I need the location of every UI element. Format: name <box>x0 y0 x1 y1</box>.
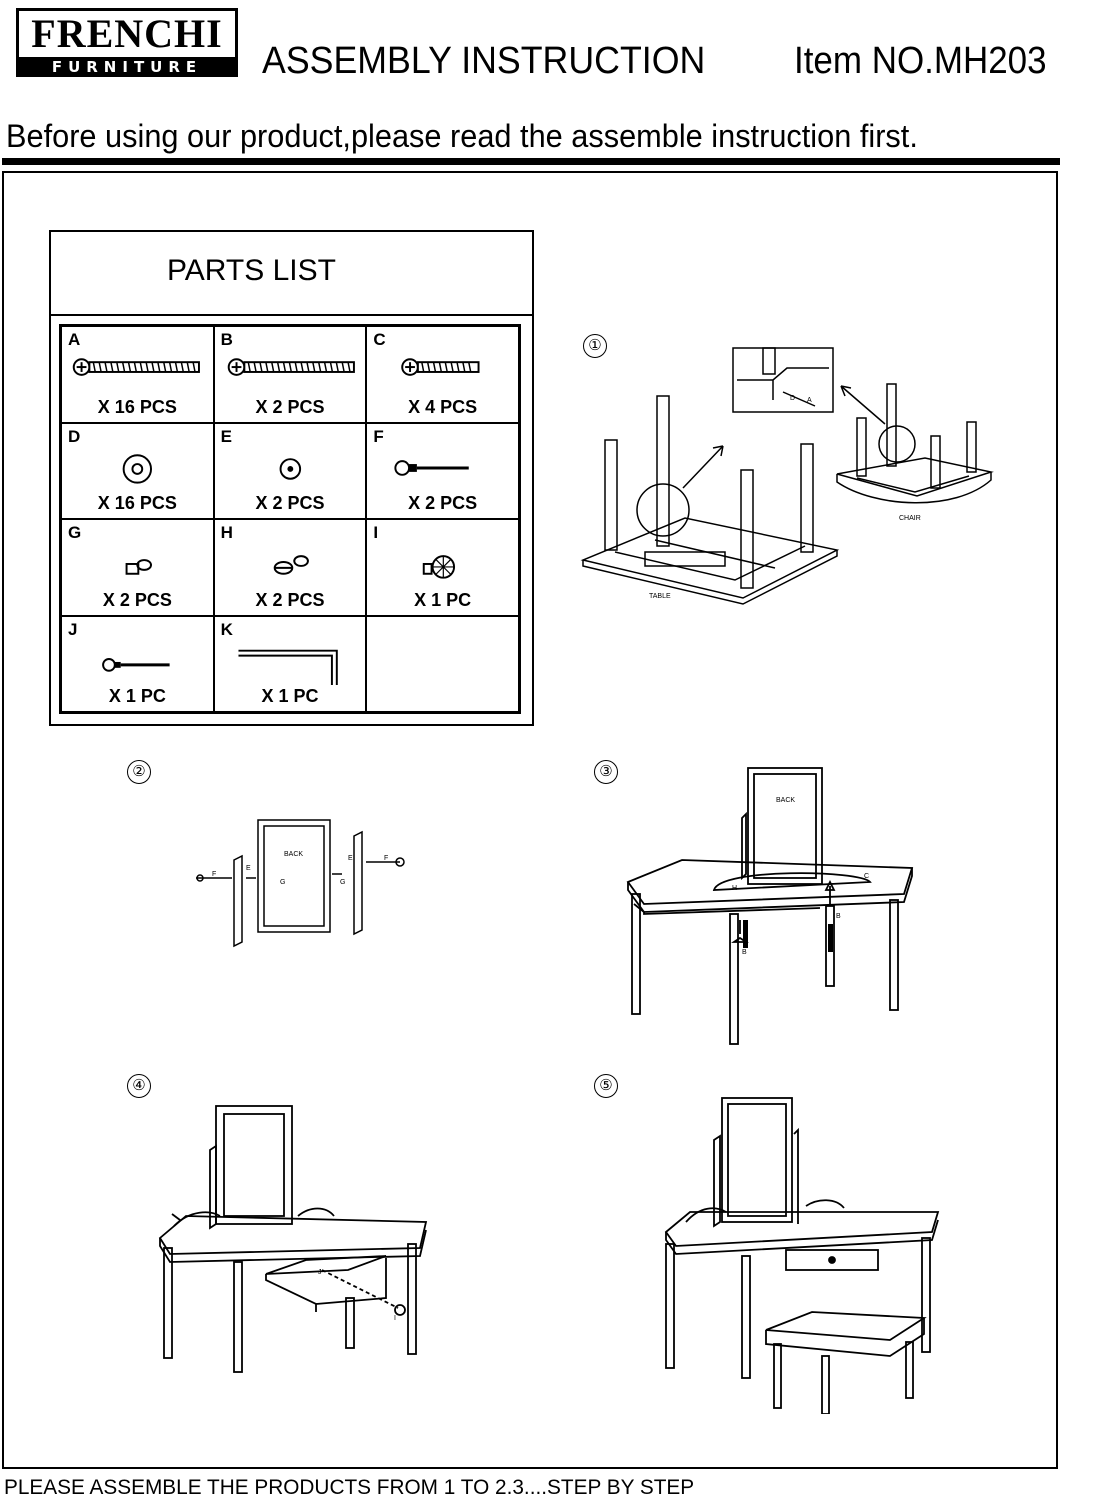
part-quantity: X 2 PCS <box>255 396 325 417</box>
part-quantity: X 2 PCS <box>408 493 478 513</box>
parts-grid: A X 16 PCS B X 2 PCS C <box>59 324 521 714</box>
part-cell-c: C X 4 PCS <box>366 326 519 423</box>
part-letter: A <box>68 330 81 349</box>
step-2-f-right: F <box>384 855 388 862</box>
part-letter: B <box>220 330 233 349</box>
step-2-f-left: F <box>212 871 216 878</box>
step-2-g-right: G <box>340 879 345 886</box>
step-3-number: ③ <box>594 760 618 784</box>
part-quantity: X 4 PCS <box>408 396 478 417</box>
step-1-diagram: D A TABLE CHAIR <box>580 347 994 605</box>
part-cell-d: D X 16 PCS <box>61 422 214 519</box>
drawer-knob-icon <box>423 555 456 579</box>
part-cell-j: J X 1 PC <box>61 615 214 712</box>
step-3-b-right: B <box>836 913 841 920</box>
part-cell-g: G X 2 PCS <box>61 519 214 616</box>
parts-list: PARTS LIST A X 16 PCS B X 2 PCS C <box>49 230 534 726</box>
small-washer-icon <box>279 457 301 480</box>
step-2-g-left: G <box>280 879 285 886</box>
part-cell-f: F X 2 PCS <box>366 422 519 519</box>
step-3-b-left: B <box>742 949 747 956</box>
short-screw-icon <box>401 358 480 376</box>
item-number: Item NO.MH203 <box>794 40 1047 82</box>
part-cell-h: H X 2 PCS <box>213 519 367 616</box>
step-3-c-label: C <box>864 873 869 880</box>
part-letter: H <box>220 523 233 542</box>
step-4-i-label: I <box>394 1315 396 1322</box>
step-4-j-label: J <box>318 1269 322 1276</box>
document-title: ASSEMBLY INSTRUCTION <box>262 40 706 82</box>
part-quantity: X 1 PC <box>108 686 166 706</box>
footer-instruction: PLEASE ASSEMBLE THE PRODUCTS FROM 1 TO 2… <box>4 1476 695 1499</box>
step-4-number: ④ <box>127 1074 151 1098</box>
step-1-inset-d: D <box>790 395 795 402</box>
part-letter: E <box>220 426 232 446</box>
step-5-diagram <box>664 1097 940 1414</box>
step-3-back-label: BACK <box>776 797 795 804</box>
part-quantity: X 1 PC <box>414 589 472 610</box>
brand-subtitle: FURNITURE <box>16 57 238 77</box>
step-2-back-label: BACK <box>284 851 303 858</box>
step-5-number: ⑤ <box>594 1074 618 1098</box>
step-2-e-left: E <box>246 865 251 872</box>
part-letter: I <box>373 523 379 542</box>
nut-icon <box>125 559 153 575</box>
step-1-table-label: TABLE <box>649 593 671 600</box>
instruction-frame <box>2 171 1058 1469</box>
brand-logo: FRENCHI FURNITURE <box>16 8 238 78</box>
part-cell-k: K X 1 PC <box>213 615 367 712</box>
long-screw-icon <box>72 358 200 376</box>
step-1-number: ① <box>583 334 607 358</box>
parts-list-title: PARTS LIST <box>167 254 336 287</box>
part-cell-empty <box>366 615 519 712</box>
part-cell-i: I X 1 PC <box>366 519 519 616</box>
part-quantity: X 2 PCS <box>255 589 325 610</box>
part-letter: K <box>220 619 233 639</box>
step-2-e-right: E <box>348 855 353 862</box>
step-2-number: ② <box>127 760 151 784</box>
part-letter: C <box>373 330 386 349</box>
part-letter: F <box>373 426 384 446</box>
part-quantity: X 2 PCS <box>102 589 172 610</box>
part-quantity: X 16 PCS <box>97 493 177 513</box>
brand-name: FRENCHI <box>16 8 238 57</box>
notice-text: Before using our product,please read the… <box>6 118 918 154</box>
step-2-diagram: BACK F F E E G G <box>196 819 405 948</box>
part-quantity: X 1 PC <box>261 686 319 706</box>
knob-screw-icon <box>102 657 170 672</box>
part-cell-b: B X 2 PCS <box>213 326 367 423</box>
part-cell-e: E X 2 PCS <box>213 422 367 519</box>
knob-bolt-icon <box>394 459 470 476</box>
parts-list-header: PARTS LIST <box>51 232 532 316</box>
step-3-h-label: H <box>732 885 737 892</box>
step-3-diagram: BACK H C B B <box>626 767 914 1045</box>
step-1-inset-a: A <box>807 397 812 404</box>
connector-icon <box>273 555 309 575</box>
part-letter: G <box>68 523 82 542</box>
part-letter: D <box>68 426 81 446</box>
step-1-chair-label: CHAIR <box>899 515 921 522</box>
allen-key-icon <box>238 649 338 685</box>
part-letter: J <box>68 619 78 639</box>
header-rule <box>2 158 1060 165</box>
washer-icon <box>122 453 153 484</box>
part-cell-a: A X 16 PCS <box>61 326 214 423</box>
step-4-diagram: J I <box>158 1105 428 1373</box>
part-quantity: X 2 PCS <box>255 493 325 513</box>
part-quantity: X 16 PCS <box>97 396 177 417</box>
long-bolt-icon <box>227 358 355 376</box>
